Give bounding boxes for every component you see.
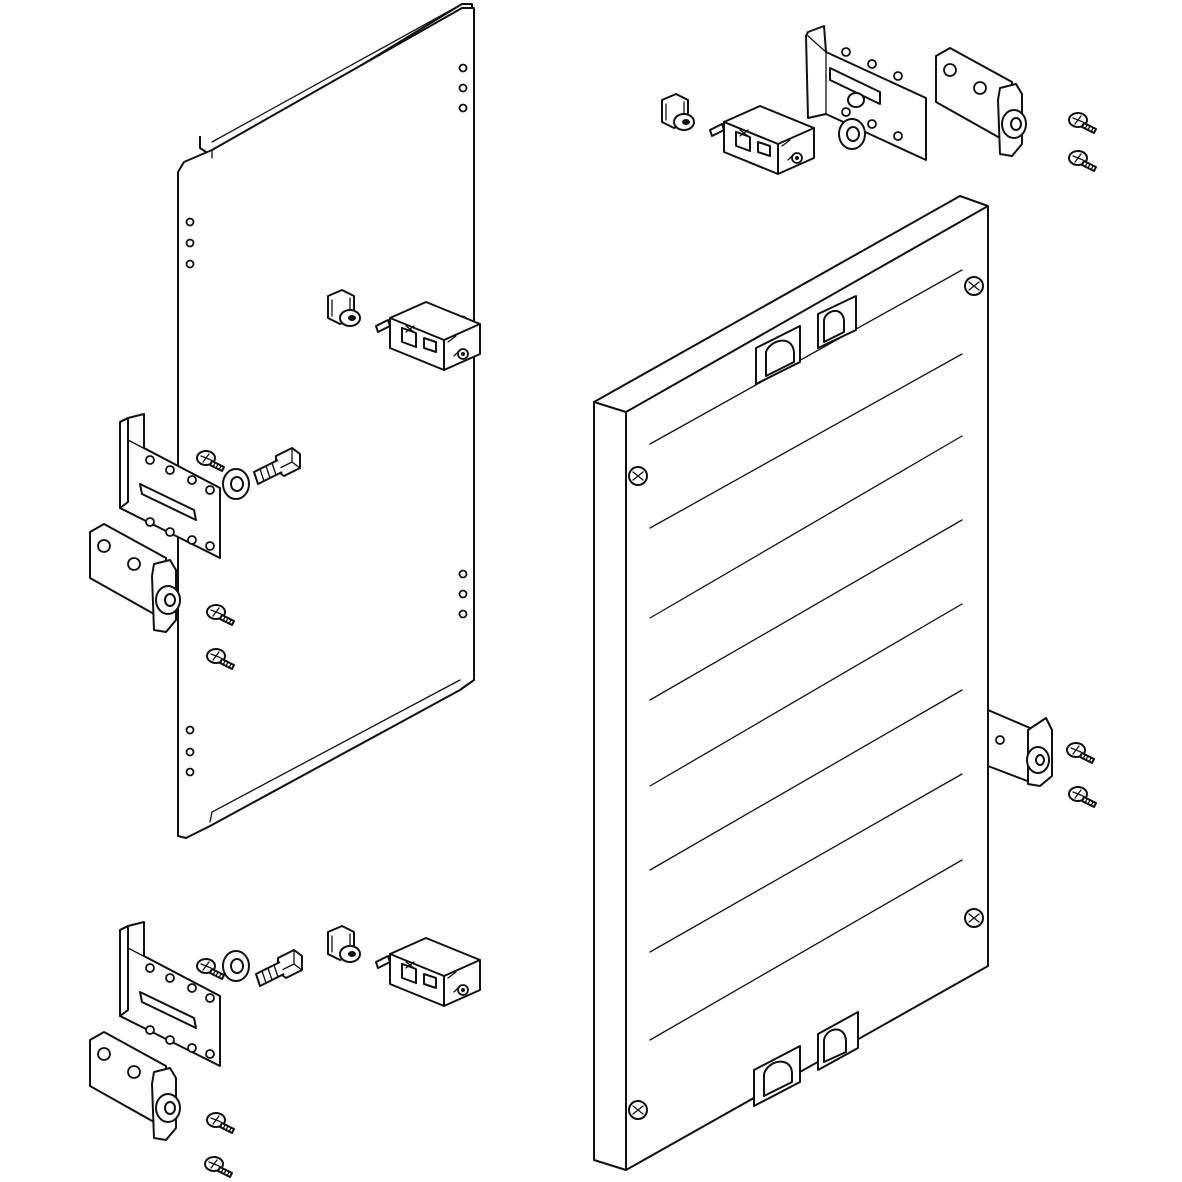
washer-icon [838,118,866,150]
screw-icon [1068,112,1097,134]
screw-icon [196,958,225,980]
front-cover-panel [593,195,989,1171]
hinge-bracket-upper-right [805,25,927,161]
washer-icon [222,468,250,500]
screw-icon [206,1112,235,1134]
washer-icon [222,950,250,982]
cover-grooves [649,269,963,1041]
screw-icon [1066,742,1095,764]
screw-icon [1068,786,1097,808]
bolt-icon [255,949,303,987]
hinge-plate-right [987,709,1053,787]
hinge-plate-upper-right [935,47,1027,157]
mounting-plate-panel [177,3,475,839]
screw-icon [1068,150,1097,172]
hinge-plate-upper-left [89,523,181,633]
hinge-bracket-lower-left [119,921,221,1067]
cover-clip-slots [753,295,859,1107]
screw-icon [204,1156,233,1178]
cover-fixing-screws [628,276,984,1120]
hinge-plate-lower-left [89,1031,181,1141]
latch-assembly-lower-left [327,925,481,1007]
latch-assembly-upper-right [661,93,815,175]
